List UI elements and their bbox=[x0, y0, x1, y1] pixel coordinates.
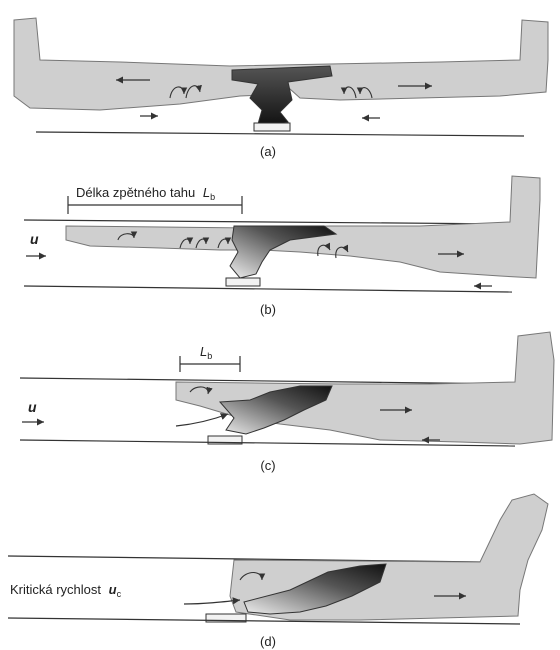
lb-label-c: Lb bbox=[200, 344, 212, 361]
tunnel-floor-a bbox=[36, 132, 524, 136]
inflow-arrow-c bbox=[176, 414, 228, 426]
caption-a: (a) bbox=[260, 144, 276, 159]
critical-velocity-label: Kritická rychlost uc bbox=[10, 582, 122, 599]
fire-source-a bbox=[254, 123, 290, 131]
panel-a: (a) bbox=[14, 18, 548, 159]
velocity-label-b: u bbox=[30, 231, 39, 247]
inflow-arrow-d bbox=[184, 600, 240, 604]
tunnel-floor-b bbox=[24, 286, 512, 292]
tunnel-floor-d bbox=[8, 618, 520, 624]
caption-d: (d) bbox=[260, 634, 276, 649]
caption-c: (c) bbox=[260, 458, 275, 473]
velocity-label-c: u bbox=[28, 399, 37, 415]
fire-source-b bbox=[226, 278, 260, 286]
tunnel-ceiling-b bbox=[24, 220, 515, 224]
panel-c: Lb u (c) bbox=[20, 332, 554, 473]
panel-d: Kritická rychlost uc (d) bbox=[8, 494, 548, 649]
caption-b: (b) bbox=[260, 302, 276, 317]
panel-b: Délka zpětného tahu Lb u (b) bbox=[24, 176, 540, 317]
backlayering-label: Délka zpětného tahu Lb bbox=[76, 185, 215, 202]
